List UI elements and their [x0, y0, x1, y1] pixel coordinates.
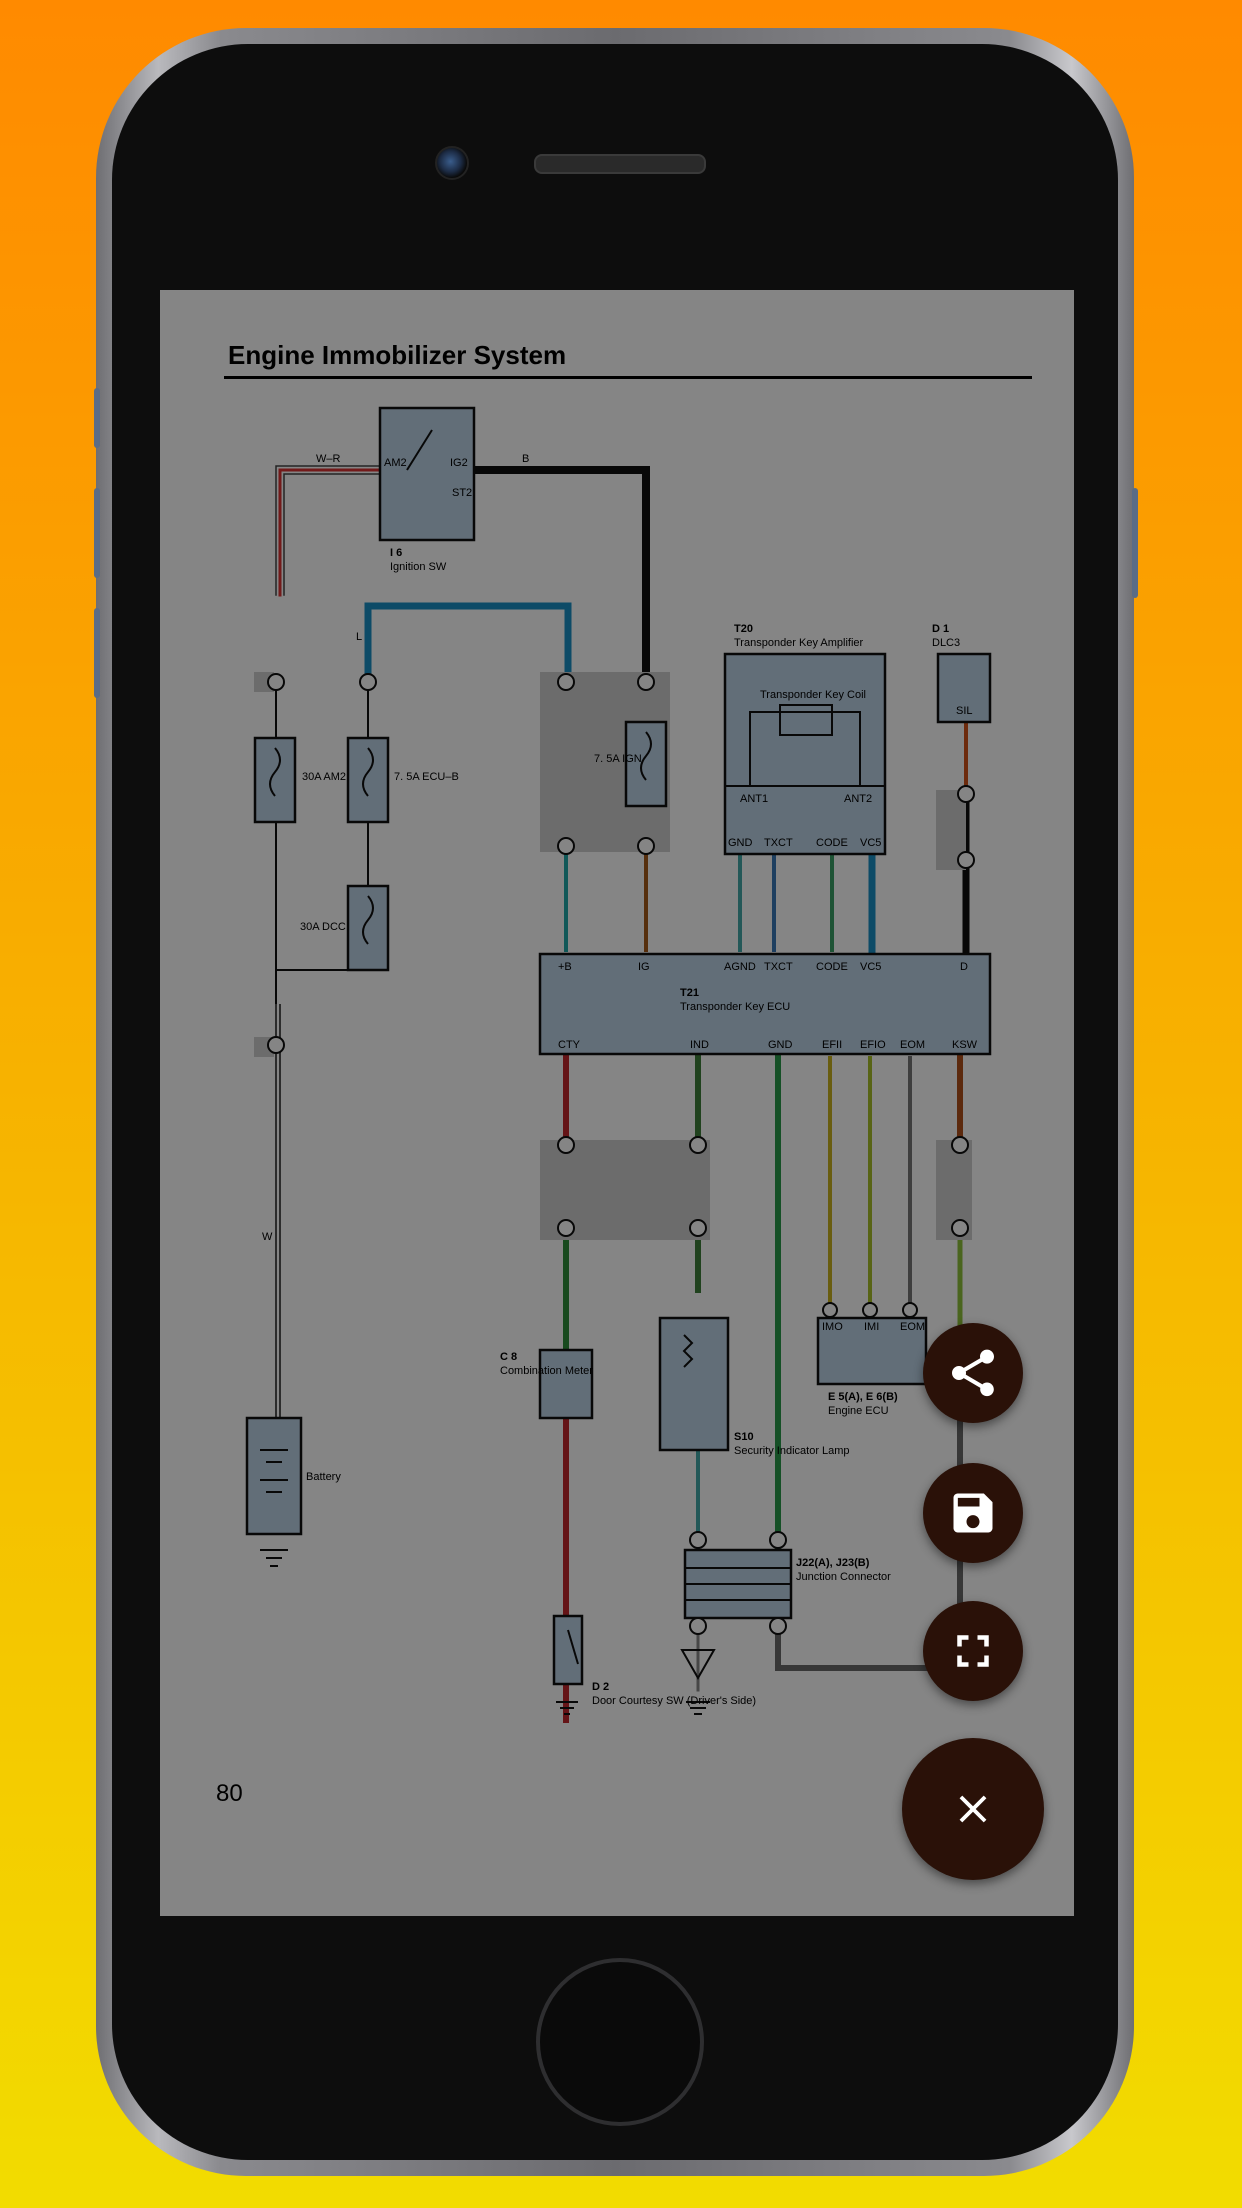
wire-b-label: B: [522, 453, 529, 465]
ecu-pin-code: CODE: [816, 961, 848, 973]
home-button[interactable]: [536, 1958, 704, 2126]
door-id-label: D 2: [592, 1681, 609, 1693]
amp-pin-vc5: VC5: [860, 837, 881, 849]
ecu-pin-ksw: KSW: [952, 1039, 978, 1051]
share-button[interactable]: [923, 1323, 1023, 1423]
junction-id-label: J22(A), J23(B): [796, 1557, 870, 1569]
wire-wr-label: W–R: [316, 453, 341, 465]
volume-down-button: [94, 608, 100, 698]
fullscreen-icon: [957, 1635, 989, 1667]
coil-name-label: Transponder Key Coil: [760, 689, 866, 701]
engine-ecu-name-label: Engine ECU: [828, 1405, 889, 1417]
ignition-id-label: I 6: [390, 547, 402, 559]
dlc-sil-label: SIL: [956, 705, 973, 717]
amp-pin-gnd: GND: [728, 837, 753, 849]
amp-pin-code: CODE: [816, 837, 848, 849]
ecu-pin-eom: EOM: [900, 1039, 925, 1051]
page-number: 80: [216, 1780, 243, 1807]
amp-ant2-label: ANT2: [844, 793, 872, 805]
fuse-dcc-label: 30A DCC: [300, 921, 346, 933]
ignition-ig2-label: IG2: [450, 457, 468, 469]
ignition-am2-label: AM2: [384, 457, 407, 469]
fuse-ecub-label: 7. 5A ECU–B: [394, 771, 459, 783]
lamp-id-label: S10: [734, 1431, 754, 1443]
ecu-pin-gnd: GND: [768, 1039, 793, 1051]
dlc-name-label: DLC3: [932, 637, 960, 649]
engine-ecu-id-label: E 5(A), E 6(B): [828, 1391, 898, 1403]
front-camera: [435, 146, 469, 180]
dlc-id-label: D 1: [932, 623, 949, 635]
ecu-pin-efii: EFII: [822, 1039, 842, 1051]
wire-w-label: W: [262, 1231, 273, 1243]
wiring-diagram-page[interactable]: Engine Immobilizer System: [160, 290, 1074, 1916]
meter-name-label: Combination Meter: [500, 1365, 593, 1377]
page-title: Engine Immobilizer System: [228, 340, 567, 370]
ecu-pin-b: +B: [558, 961, 572, 973]
amp-pin-txct: TXCT: [764, 837, 793, 849]
amp-name-label: Transponder Key Amplifier: [734, 637, 864, 649]
ecu-name-label: Transponder Key ECU: [680, 1001, 790, 1013]
battery-name-label: Battery: [306, 1471, 341, 1483]
engine-pin-imo: IMO: [822, 1321, 843, 1333]
ecu-pin-d: D: [960, 961, 968, 973]
engine-pin-imi: IMI: [864, 1321, 879, 1333]
wire-l-label: L: [356, 631, 362, 643]
volume-up-button: [94, 488, 100, 578]
close-icon: [959, 1795, 987, 1823]
dim-overlay[interactable]: [160, 290, 1074, 1916]
share-icon: [952, 1349, 994, 1397]
fuse-am2-label: 30A AM2: [302, 771, 346, 783]
ignition-name-label: Ignition SW: [390, 561, 447, 573]
save-button[interactable]: [923, 1463, 1023, 1563]
engine-pin-eom: EOM: [900, 1321, 925, 1333]
title-rule: [224, 376, 1032, 379]
ecu-pin-txct: TXCT: [764, 961, 793, 973]
amp-id-label: T20: [734, 623, 753, 635]
earpiece-speaker: [534, 154, 706, 174]
mute-switch: [94, 388, 100, 448]
wiring-diagram: I 6 Ignition SW AM2 IG2 ST2 W–R B L W 30…: [245, 406, 992, 1723]
save-icon: [953, 1493, 993, 1533]
close-button[interactable]: [902, 1738, 1044, 1880]
meter-id-label: C 8: [500, 1351, 517, 1363]
fuse-ign-label: 7. 5A IGN: [594, 753, 642, 765]
ecu-pin-agnd: AGND: [724, 961, 756, 973]
ecu-pin-vc5: VC5: [860, 961, 881, 973]
ecu-id-label: T21: [680, 987, 699, 999]
lamp-name-label: Security Indicator Lamp: [734, 1445, 850, 1457]
ecu-pin-ind: IND: [690, 1039, 709, 1051]
ecu-pin-cty: CTY: [558, 1039, 581, 1051]
ecu-pin-ig: IG: [638, 961, 650, 973]
amp-ant1-label: ANT1: [740, 793, 768, 805]
fullscreen-button[interactable]: [923, 1601, 1023, 1701]
power-button: [1132, 488, 1138, 598]
ignition-st2-label: ST2: [452, 487, 472, 499]
door-name-label: Door Courtesy SW (Driver's Side): [592, 1695, 756, 1707]
screen: Engine Immobilizer System: [160, 290, 1074, 1916]
junction-name-label: Junction Connector: [796, 1571, 891, 1583]
ecu-pin-efio: EFIO: [860, 1039, 886, 1051]
